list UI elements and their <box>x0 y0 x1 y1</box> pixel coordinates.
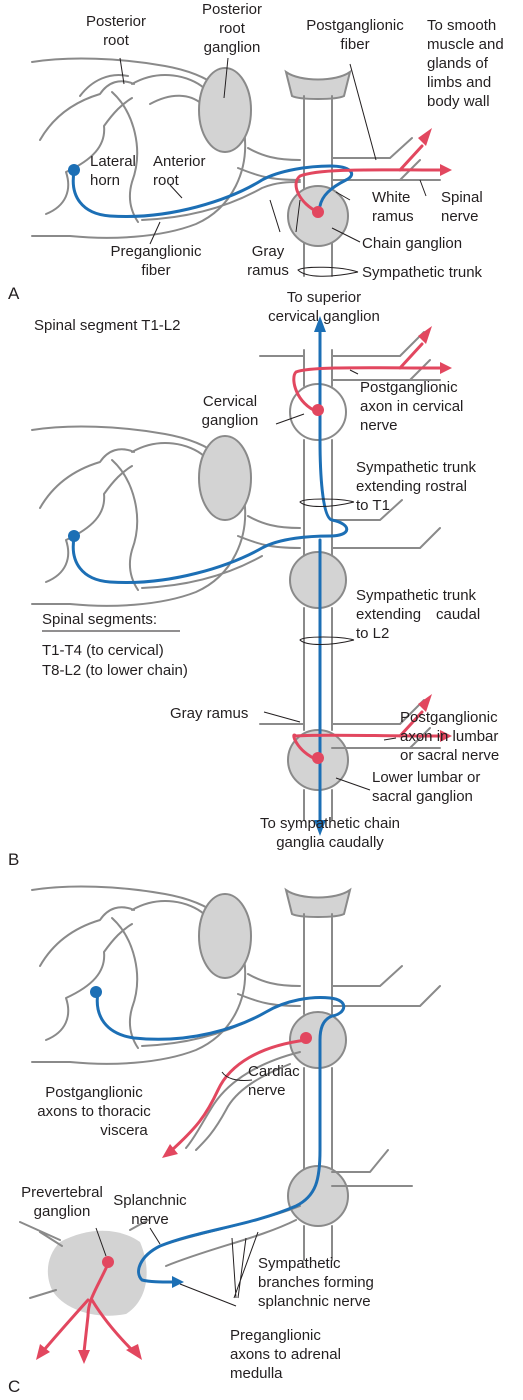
prevertebral-ganglion <box>47 1230 147 1316</box>
panel-b <box>31 316 452 836</box>
thoracic-chain-ganglion-b <box>289 551 347 609</box>
posterior-root-b <box>131 442 205 457</box>
postganglionic-thoracic-axons <box>170 1038 308 1152</box>
spinal-nerve-root-c <box>237 973 301 1007</box>
arrowhead-red <box>162 1144 178 1158</box>
panel-letter-c: C <box>8 1377 20 1396</box>
sympathetic-trunk-b <box>287 349 349 821</box>
anterior-root-b <box>141 555 263 589</box>
label-spinal-segment: Spinal segment T1-L2 <box>34 317 180 334</box>
label-chain-ganglion: Chain ganglion <box>362 235 462 252</box>
preganglionic-fiber-c <box>95 990 346 1284</box>
posterior-root-ganglion-a <box>198 67 252 153</box>
arrowhead-red <box>36 1344 50 1360</box>
arrowhead-red <box>418 326 432 344</box>
posterior-root-ganglion-b <box>198 435 252 521</box>
arrowhead-red <box>440 164 452 176</box>
spinal-nerve-a <box>331 137 441 181</box>
label-gray-ramus-b: Gray ramus <box>170 705 248 722</box>
sympathetic-trunk-c <box>284 887 352 1261</box>
thoracic-nerve-lower-c <box>331 1149 413 1187</box>
chain-ganglion-neuron-c <box>300 1032 312 1044</box>
arrowhead-red <box>418 128 432 146</box>
arrowhead-red <box>126 1344 142 1360</box>
prevertebral-branches <box>19 1219 149 1299</box>
lateral-horn-neuron-b <box>68 530 80 542</box>
postganglionic-lumbar-axon <box>292 710 442 762</box>
posterior-root-a <box>131 74 205 105</box>
chain-ganglion-neuron-a <box>312 206 324 218</box>
prevertebral-postganglionic-axons <box>42 1262 136 1354</box>
panel-letter-a: A <box>8 284 20 303</box>
lateral-horn-neuron-a <box>68 164 80 176</box>
postganglionic-cervical-axon <box>292 342 442 414</box>
arrowhead-blue <box>172 1276 184 1288</box>
label-segment-t1-t4: T1-T4 (to cervical) <box>42 642 164 659</box>
sympathetic-trunk-a <box>284 69 352 277</box>
cardiac-nerve <box>185 1051 301 1151</box>
preganglionic-fiber-a <box>71 164 353 219</box>
arrowhead-red <box>418 694 432 712</box>
arrowhead-blue <box>314 820 326 836</box>
panel-a <box>31 57 452 277</box>
posterior-root-c <box>131 900 205 915</box>
arrowhead-red <box>440 362 452 374</box>
arrowhead-red <box>440 730 452 742</box>
cervical-nerve <box>259 331 441 381</box>
posterior-root-ganglion-c <box>198 893 252 979</box>
postganglionic-fiber-a <box>294 144 442 214</box>
thoracic-nerve-b <box>331 499 441 549</box>
label-segment-t8-l2: T8-L2 (to lower chain) <box>42 662 188 679</box>
panel-c <box>19 885 441 1364</box>
arrowhead-red <box>78 1350 90 1364</box>
lower-ganglion-neuron <box>312 752 324 764</box>
lateral-horn-neuron-c <box>90 986 102 998</box>
panel-letter-b: B <box>8 850 19 869</box>
thoracic-nerve-c <box>331 965 441 1007</box>
thoracic-chain-ganglion-c <box>289 1011 347 1069</box>
anterior-root-c <box>141 1013 263 1047</box>
leader-lines <box>95 57 427 1307</box>
lumbar-nerve <box>259 699 441 749</box>
label-sympathetic-trunk: Sympathetic trunk <box>362 264 483 281</box>
anterior-root-a <box>141 181 301 221</box>
arrowhead-blue <box>314 316 326 332</box>
preganglionic-fiber-b <box>71 328 349 748</box>
cervical-ganglion-neuron <box>312 404 324 416</box>
prevertebral-neuron <box>102 1256 114 1268</box>
label-spinal-segments-heading: Spinal segments: <box>42 611 157 628</box>
